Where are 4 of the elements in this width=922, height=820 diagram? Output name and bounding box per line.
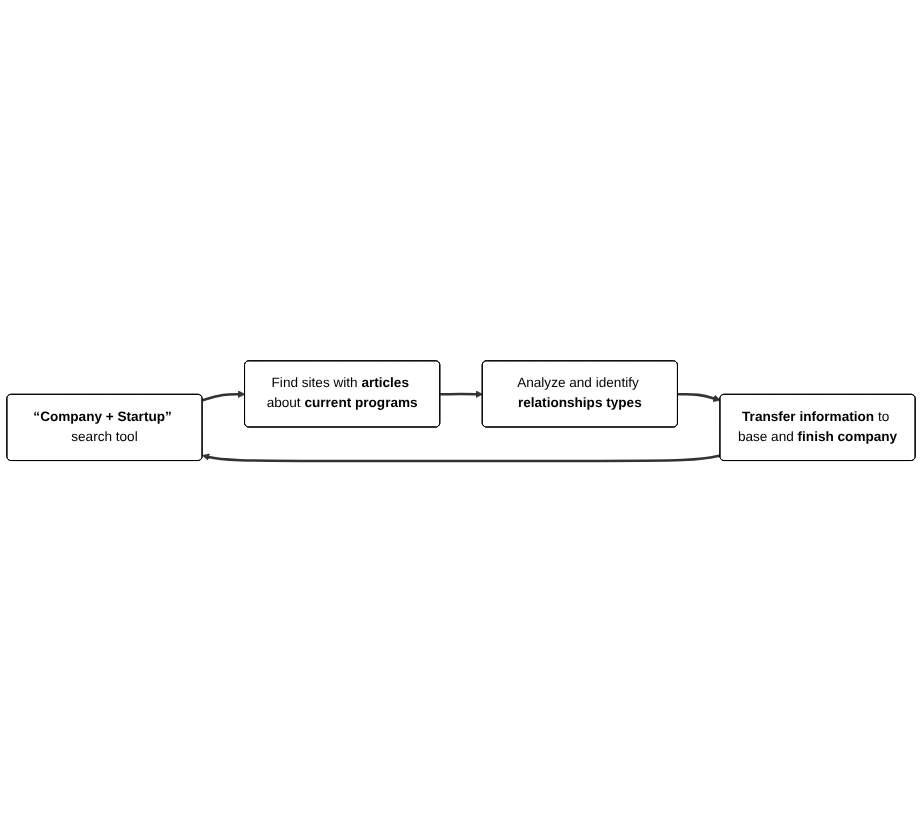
arrow <box>440 389 483 398</box>
arrow <box>202 389 246 401</box>
arrow <box>677 392 721 402</box>
arrow <box>202 452 721 462</box>
